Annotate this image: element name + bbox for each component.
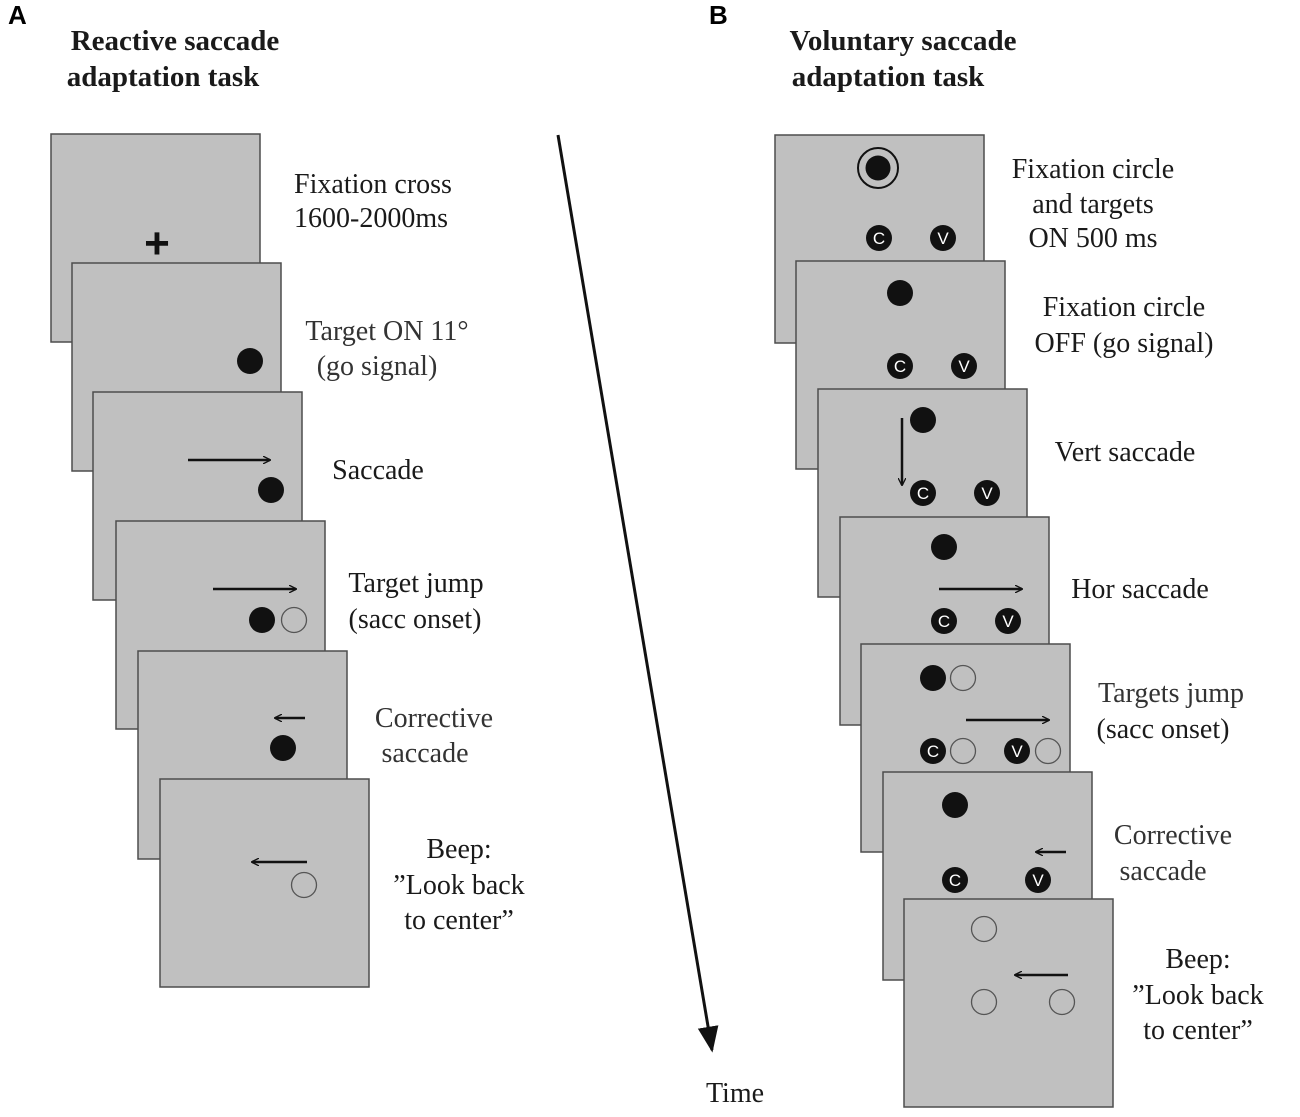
target-letter: C <box>917 484 929 503</box>
vertical-target-badge: V <box>974 480 1000 506</box>
center-target-badge: C <box>920 738 946 764</box>
vertical-target-badge: V <box>995 608 1021 634</box>
target-letter: C <box>949 871 961 890</box>
caption-b6-line1: Corrective <box>1114 820 1232 851</box>
caption-a6-line3: to center” <box>404 905 514 936</box>
caption-b1-line2: and targets <box>1032 189 1154 220</box>
target-dot <box>258 477 284 503</box>
caption-b4-line1: Hor saccade <box>1071 574 1209 605</box>
caption-a5-line2: saccade <box>381 738 468 769</box>
vertical-target-badge: V <box>1004 738 1030 764</box>
caption-a4-line2: (sacc onset) <box>349 604 482 635</box>
time-axis: Time <box>556 134 764 1109</box>
target-dot <box>942 867 968 893</box>
caption-b5-line1: Targets jump <box>1098 678 1244 709</box>
caption-b1-line1: Fixation circle <box>1012 154 1175 185</box>
fixation-dot <box>920 665 946 691</box>
jumped-target-outline <box>949 664 977 692</box>
target-letter: V <box>1032 871 1044 890</box>
caption-b2-line1: Fixation circle <box>1043 292 1206 323</box>
target-dot <box>931 608 957 634</box>
target-dot <box>910 480 936 506</box>
target-letter: C <box>938 612 950 631</box>
caption-b2-line2: OFF (go signal) <box>1035 328 1214 359</box>
panel-b: B Voluntary saccade adaptation task C V … <box>709 0 1264 1108</box>
target-dot <box>930 225 956 251</box>
fixation-ring-icon <box>857 147 899 189</box>
panel-b-screen-beep <box>903 898 1114 1108</box>
vertical-target-badge: V <box>951 353 977 379</box>
caption-b7-line1: Beep: <box>1165 944 1230 975</box>
time-label: Time <box>706 1078 764 1109</box>
target-outline <box>1048 988 1076 1016</box>
panel-a-title-line1: Reactive saccade <box>71 25 280 57</box>
panel-a-title-line2: adaptation task <box>67 61 260 93</box>
caption-b7-line2: ”Look back <box>1132 980 1263 1011</box>
target-dot <box>920 738 946 764</box>
fixation-dot <box>887 280 913 306</box>
target-dot <box>866 225 892 251</box>
target-dot <box>1025 867 1051 893</box>
center-target-badge: C <box>942 867 968 893</box>
vertical-target-badge: V <box>1025 867 1051 893</box>
caption-b6-line2: saccade <box>1119 856 1206 887</box>
caption-a4-line1: Target jump <box>348 568 483 599</box>
center-target-badge: C <box>931 608 957 634</box>
target-outline <box>290 871 318 899</box>
caption-a3-line1: Saccade <box>332 455 424 486</box>
caption-b7-line3: to center” <box>1143 1015 1253 1046</box>
target-letter: V <box>1002 612 1014 631</box>
target-dot <box>249 607 275 633</box>
target-dot <box>1004 738 1030 764</box>
center-target-badge: C <box>910 480 936 506</box>
target-outline <box>970 915 998 943</box>
caption-b5-line2: (sacc onset) <box>1097 714 1230 745</box>
caption-a1-line1: Fixation cross <box>294 169 452 200</box>
fixation-dot <box>942 792 968 818</box>
target-dot <box>270 735 296 761</box>
panel-b-title-line2: adaptation task <box>792 61 985 93</box>
target-outline <box>970 988 998 1016</box>
caption-a2-line1: Target ON 11° <box>305 316 468 347</box>
center-target-badge: C <box>887 353 913 379</box>
caption-a5-line1: Corrective <box>375 703 493 734</box>
vertical-target-badge: V <box>930 225 956 251</box>
jumped-target-outline <box>1034 737 1062 765</box>
target-letter: V <box>937 229 949 248</box>
center-target-badge: C <box>866 225 892 251</box>
fixation-dot <box>865 155 891 181</box>
jumped-target-outline <box>949 737 977 765</box>
panel-b-title-line1: Voluntary saccade <box>790 25 1017 57</box>
fixation-dot <box>931 534 957 560</box>
panel-a-screen-beep <box>159 778 370 988</box>
caption-a6-line2: ”Look back <box>393 870 524 901</box>
caption-b1-line3: ON 500 ms <box>1028 223 1157 254</box>
fixation-dot <box>910 407 936 433</box>
target-dot <box>887 353 913 379</box>
target-dot <box>237 348 263 374</box>
caption-b3-line1: Vert saccade <box>1055 437 1196 468</box>
time-arrow-icon <box>556 134 719 1053</box>
caption-a1-line2: 1600-2000ms <box>294 203 448 234</box>
panel-b-letter: B <box>709 0 728 30</box>
target-dot <box>974 480 1000 506</box>
caption-a2-line2: (go signal) <box>317 351 438 382</box>
target-letter: C <box>894 357 906 376</box>
target-letter: V <box>1011 742 1023 761</box>
target-letter: C <box>873 229 885 248</box>
target-letter: V <box>958 357 970 376</box>
panel-a-letter: A <box>8 0 27 30</box>
target-letter: V <box>981 484 993 503</box>
target-letter: C <box>927 742 939 761</box>
caption-a6-line1: Beep: <box>426 834 491 865</box>
panel-a: A Reactive saccade adaptation task + <box>8 0 525 988</box>
fixation-cross-icon: + <box>144 219 170 268</box>
target-dot <box>995 608 1021 634</box>
jumped-target-outline <box>280 606 308 634</box>
target-dot <box>951 353 977 379</box>
